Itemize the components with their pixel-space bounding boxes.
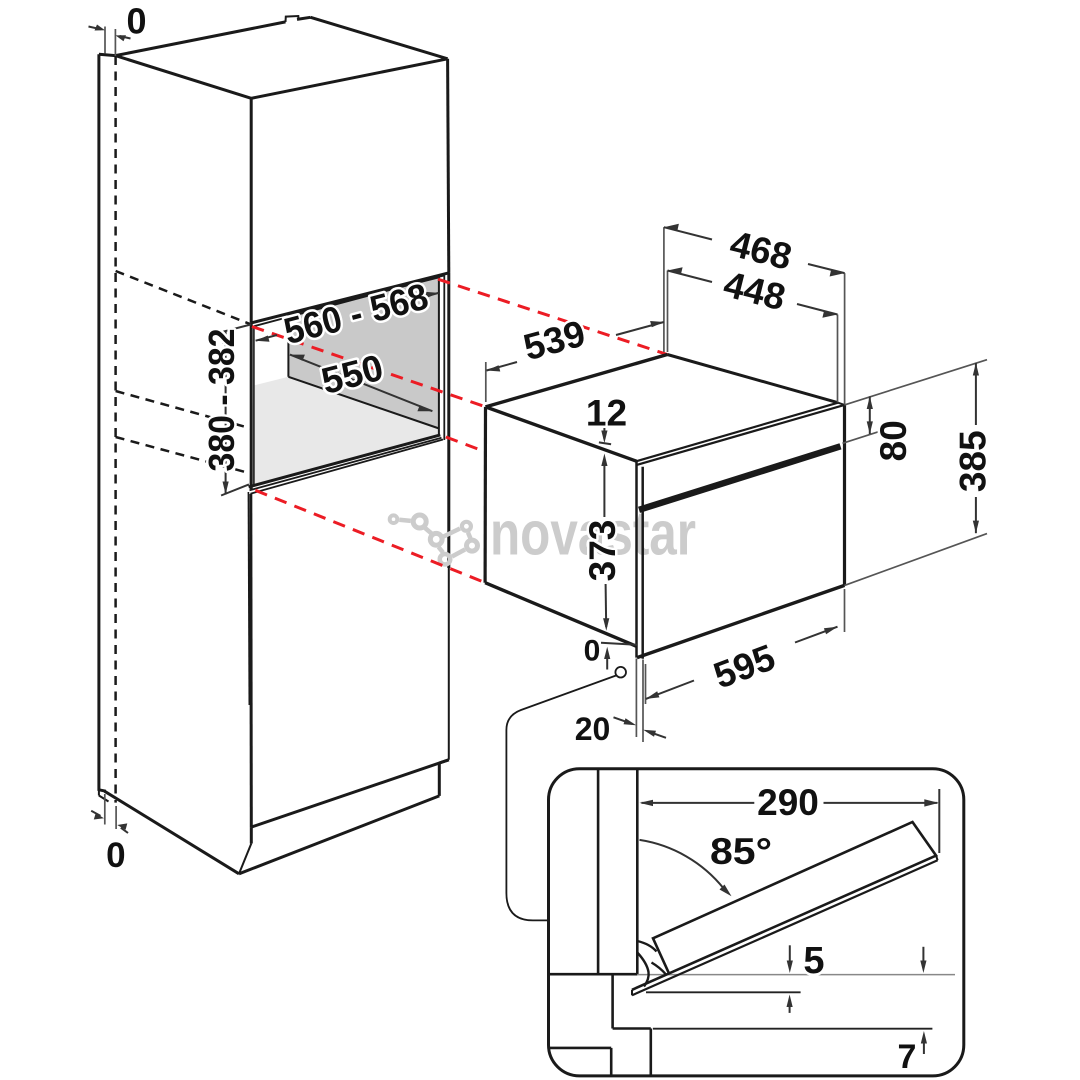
svg-text:373: 373 [582, 520, 623, 582]
svg-text:80: 80 [873, 420, 914, 461]
svg-text:12: 12 [586, 393, 627, 434]
svg-text:7: 7 [898, 1038, 917, 1076]
svg-text:0: 0 [106, 836, 125, 875]
svg-text:20: 20 [575, 711, 611, 747]
svg-text:290: 290 [757, 782, 819, 823]
svg-text:5: 5 [803, 940, 824, 982]
svg-text:novastar: novastar [490, 498, 696, 567]
svg-text:385: 385 [952, 430, 993, 492]
svg-text:85°: 85° [710, 831, 772, 872]
svg-text:380 - 382: 380 - 382 [201, 329, 242, 472]
svg-text:0: 0 [126, 1, 146, 42]
svg-text:0: 0 [584, 635, 601, 668]
